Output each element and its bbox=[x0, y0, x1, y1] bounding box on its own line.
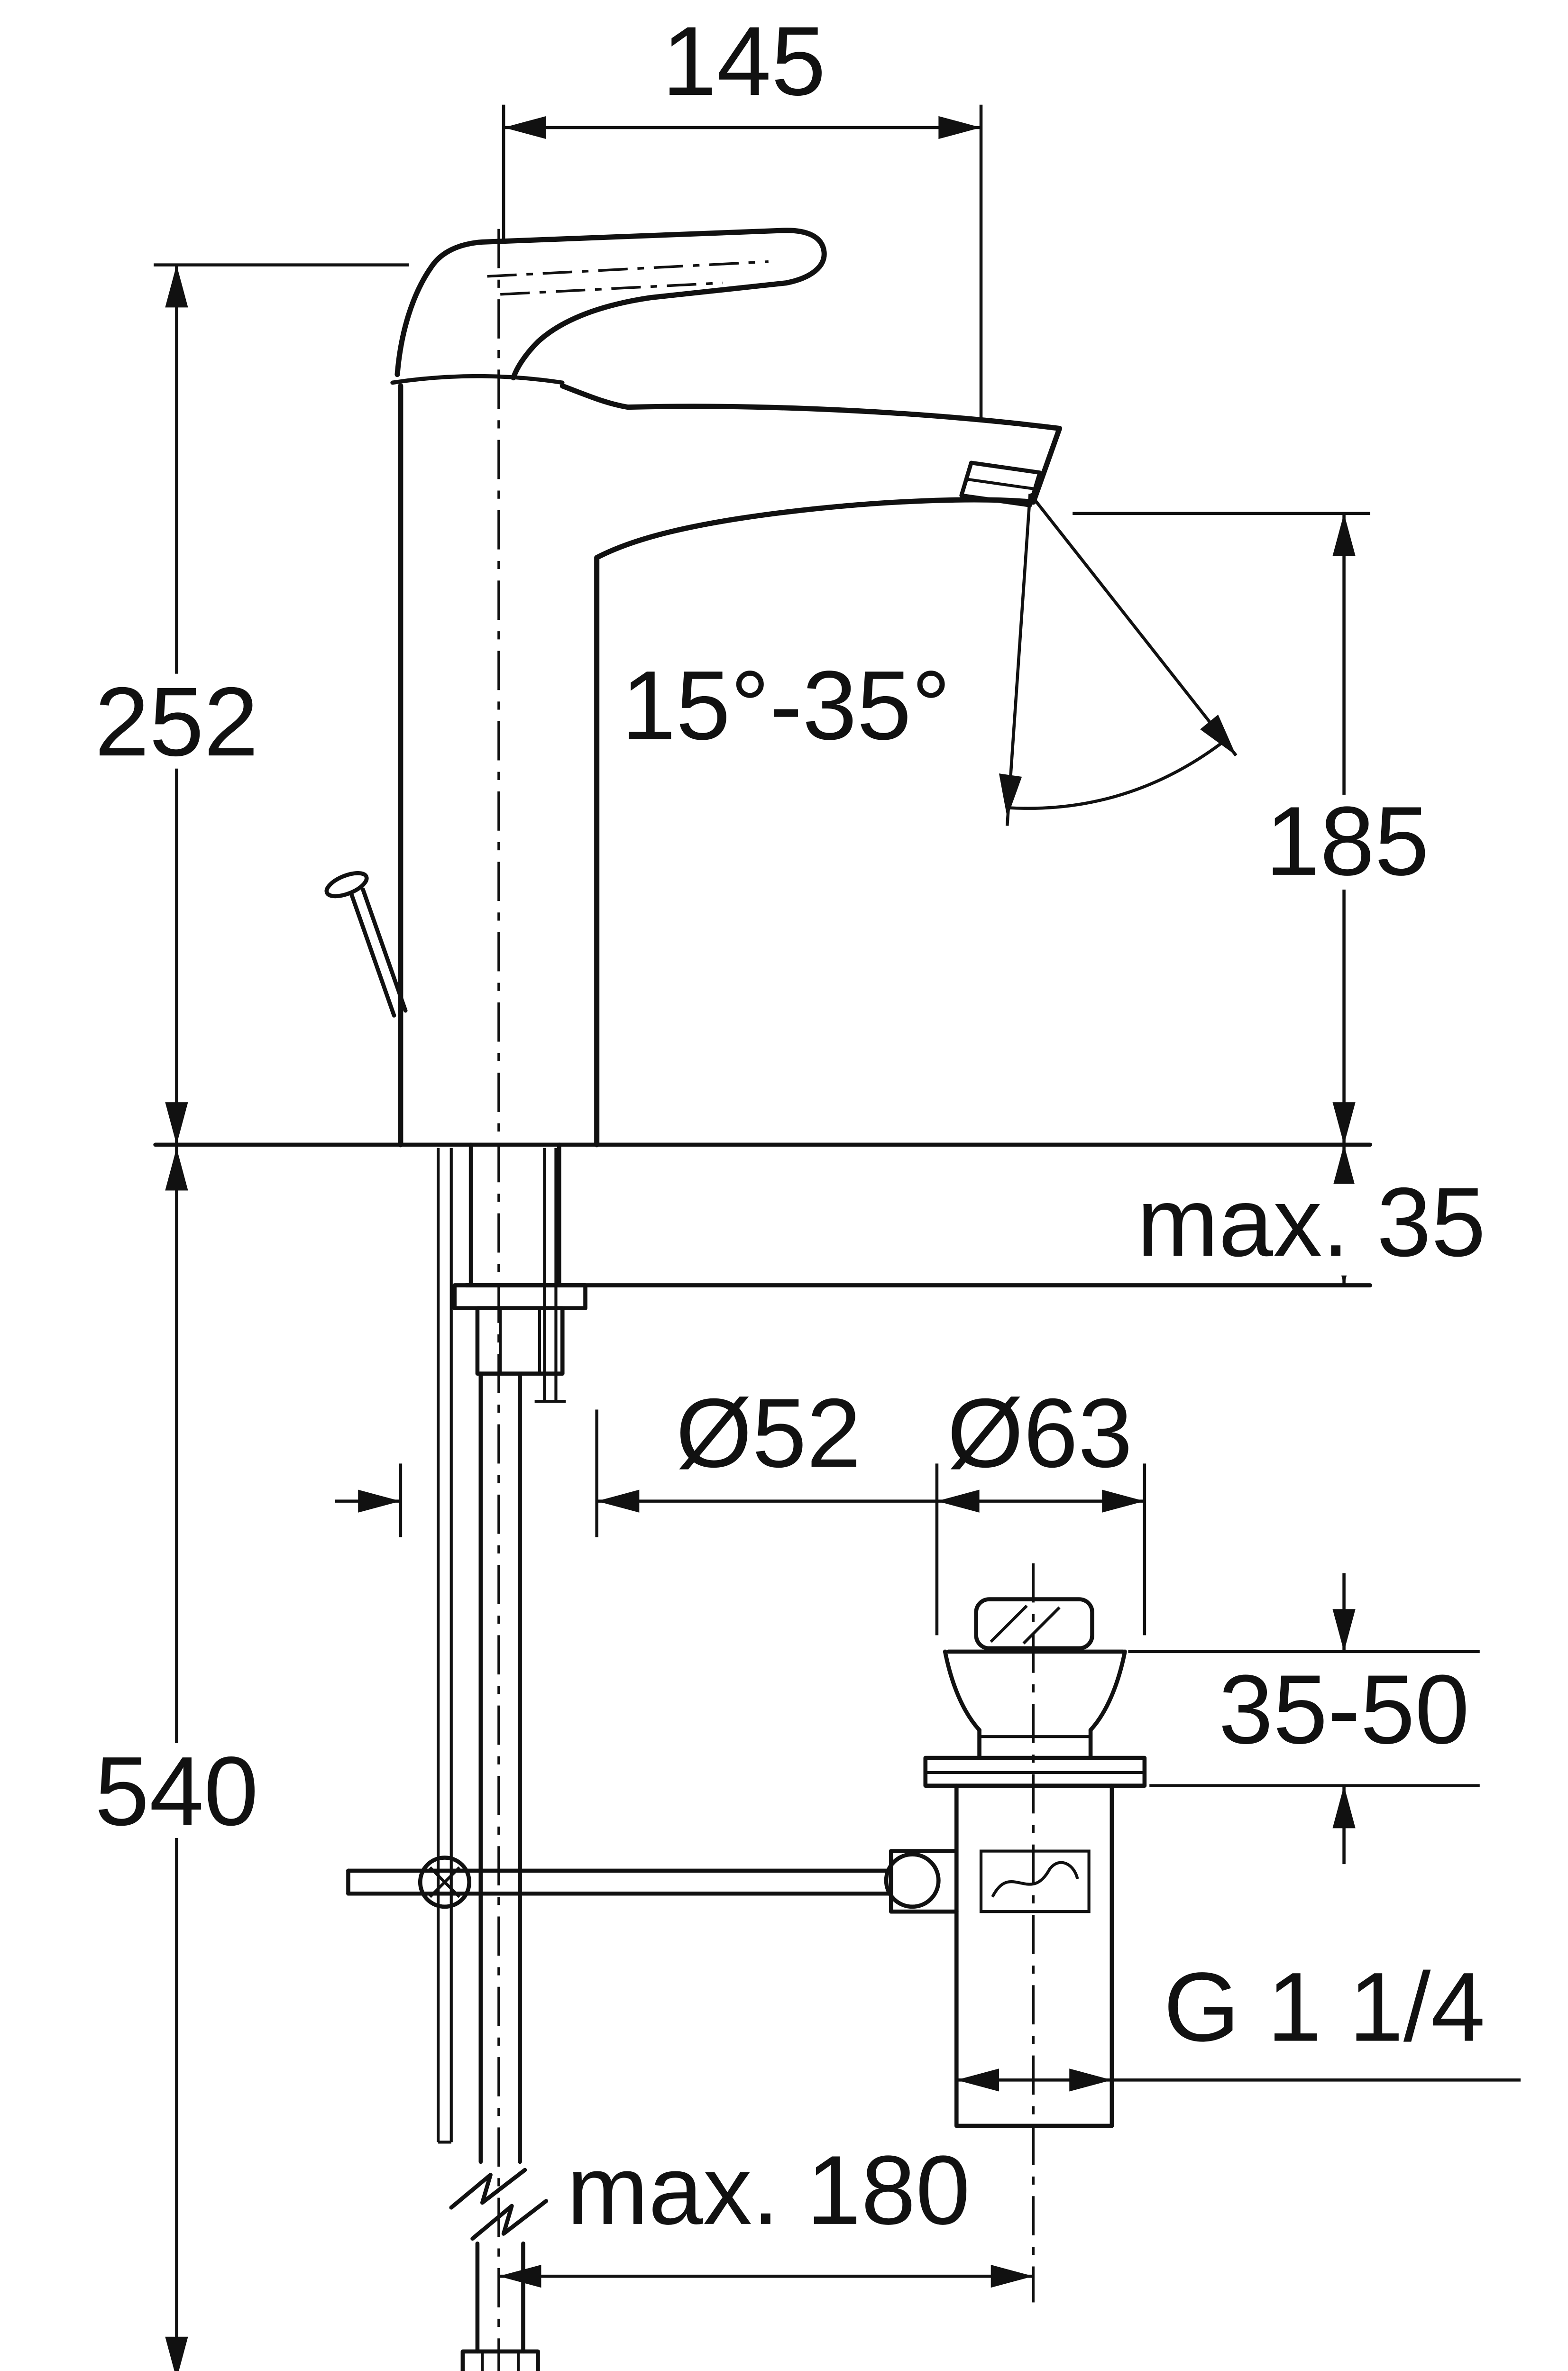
popup-rod-upper-2 bbox=[361, 887, 408, 1013]
dimension-base-diameter: Ø52 bbox=[335, 1378, 937, 1537]
label-mask bbox=[1141, 1184, 1485, 1276]
dimension-label-deck-thickness: max. 35 bbox=[1137, 1167, 1486, 1277]
arrowhead-down bbox=[165, 1102, 188, 1145]
label-mask bbox=[85, 1743, 268, 1838]
dimension-label-waste-diameter: Ø63 bbox=[947, 1378, 1133, 1488]
arrowhead-right bbox=[938, 116, 981, 139]
arrowhead-inward-left bbox=[358, 1489, 401, 1513]
dimension-center-distance: max. 180 bbox=[498, 2135, 1034, 2288]
dimension-spray-angle: 15°-35° bbox=[621, 493, 1238, 826]
arrowhead-right bbox=[990, 2265, 1034, 2288]
waste-plug-cap bbox=[974, 1597, 1094, 1651]
dimension-label-waste-thread: G 1 1/4 bbox=[1164, 1952, 1485, 2062]
arrowhead-down bbox=[1332, 1102, 1356, 1145]
arrowhead-right bbox=[1102, 1489, 1145, 1513]
arrowhead-up bbox=[1332, 1785, 1356, 1829]
handle-cap-base bbox=[390, 374, 565, 385]
arrowhead-right bbox=[1069, 2068, 1112, 2092]
arrowhead-down bbox=[1332, 1609, 1356, 1652]
dimension-label-spray-angle: 15°-35° bbox=[621, 651, 951, 760]
spout-underside bbox=[594, 497, 1036, 1148]
dimension-deck-thickness: max. 35 bbox=[1137, 1144, 1486, 1286]
dimension-outlet-height: 185 bbox=[1073, 512, 1439, 1145]
dimension-label-clamp-range: 35-50 bbox=[1219, 1654, 1469, 1764]
label-mask bbox=[1256, 794, 1439, 890]
dimension-height-above-deck: 252 bbox=[85, 263, 409, 1145]
arrowhead-arc-right bbox=[1200, 714, 1236, 756]
pivot-ball bbox=[884, 1852, 941, 1909]
mounting-nut bbox=[475, 1306, 565, 1376]
centerlines bbox=[497, 229, 1035, 2371]
handle-grip-line-1 bbox=[487, 260, 769, 278]
dimension-label-total-height: 540 bbox=[95, 1736, 258, 1846]
angle-ray-vertical bbox=[1005, 494, 1032, 826]
dimension-clamp-range: 35-50 bbox=[1128, 1573, 1480, 1865]
pivot-housing bbox=[979, 1849, 1091, 1913]
spout-tip-face bbox=[1030, 425, 1063, 505]
arrowhead-down bbox=[165, 2336, 188, 2371]
handle-grip-line-2 bbox=[500, 281, 723, 296]
arrowhead-inward-right bbox=[596, 1489, 640, 1513]
popup-rod-upper-1 bbox=[349, 892, 396, 1018]
lever-handle bbox=[394, 228, 827, 381]
screw-slot-2 bbox=[429, 1866, 461, 1898]
dimension-label-center-distance: max. 180 bbox=[567, 2135, 970, 2245]
popup-waste-outline bbox=[884, 1597, 1147, 2128]
angle-ray-slanted bbox=[1028, 493, 1238, 757]
mounting-washer bbox=[452, 1283, 587, 1311]
dimension-label-outlet-height: 185 bbox=[1265, 786, 1429, 896]
dimension-label-base-diameter: Ø52 bbox=[676, 1378, 861, 1488]
arrowhead-left bbox=[956, 2068, 999, 2092]
arrowhead-left bbox=[936, 1489, 980, 1513]
arrowhead-left bbox=[504, 116, 546, 139]
plug-hatch-2 bbox=[1022, 1606, 1061, 1645]
arrowhead-up bbox=[1332, 1144, 1356, 1187]
dimension-label-height-above-deck: 252 bbox=[95, 667, 258, 776]
angle-arc bbox=[1009, 739, 1226, 810]
waste-trumpet-right bbox=[1088, 1649, 1127, 1732]
arrowhead-left bbox=[498, 2265, 541, 2288]
plug-hatch-1 bbox=[990, 1605, 1028, 1643]
aerator-inner-line bbox=[966, 478, 1036, 491]
arrowhead-up bbox=[165, 1148, 188, 1191]
arrowhead-up bbox=[165, 265, 188, 308]
dimension-waste-diameter: Ø63 bbox=[935, 1378, 1146, 1636]
union-nut bbox=[460, 2349, 540, 2371]
dimension-total-height: 540 bbox=[85, 1144, 268, 2371]
arrowhead-arc-left bbox=[999, 773, 1022, 818]
label-mask bbox=[85, 673, 268, 769]
pivot-linkage-squiggle bbox=[991, 1861, 1079, 1898]
spout-top-edge bbox=[559, 383, 1063, 432]
transfer-bar-screw bbox=[418, 1856, 471, 1909]
arrowhead-up bbox=[1332, 513, 1356, 556]
faucet-outline bbox=[324, 228, 1063, 2371]
dimension-label-spout-reach: 145 bbox=[662, 6, 825, 116]
waste-trumpet-left bbox=[943, 1649, 981, 1732]
pipe-break-lower bbox=[470, 2199, 549, 2241]
countertop bbox=[153, 1142, 1373, 1287]
dimension-waste-thread: G 1 1/4 bbox=[956, 1952, 1521, 2092]
popup-knob bbox=[324, 871, 369, 899]
pipe-break-upper bbox=[449, 2168, 527, 2210]
dimension-spout-reach: 145 bbox=[502, 6, 983, 419]
